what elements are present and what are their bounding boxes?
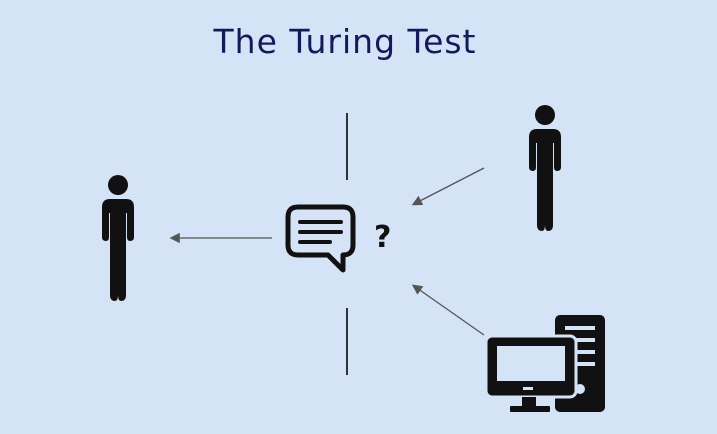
question-mark: ?: [374, 220, 392, 255]
diagram-title: The Turing Test: [213, 22, 477, 61]
arrow-from-computer: [411, 284, 485, 336]
speech-bubble-icon: [285, 204, 356, 273]
computer-icon: [484, 315, 605, 412]
interrogator-person-icon: [102, 175, 134, 301]
arrow-from-human: [411, 167, 485, 206]
human-respondent-person-icon: [529, 105, 561, 231]
